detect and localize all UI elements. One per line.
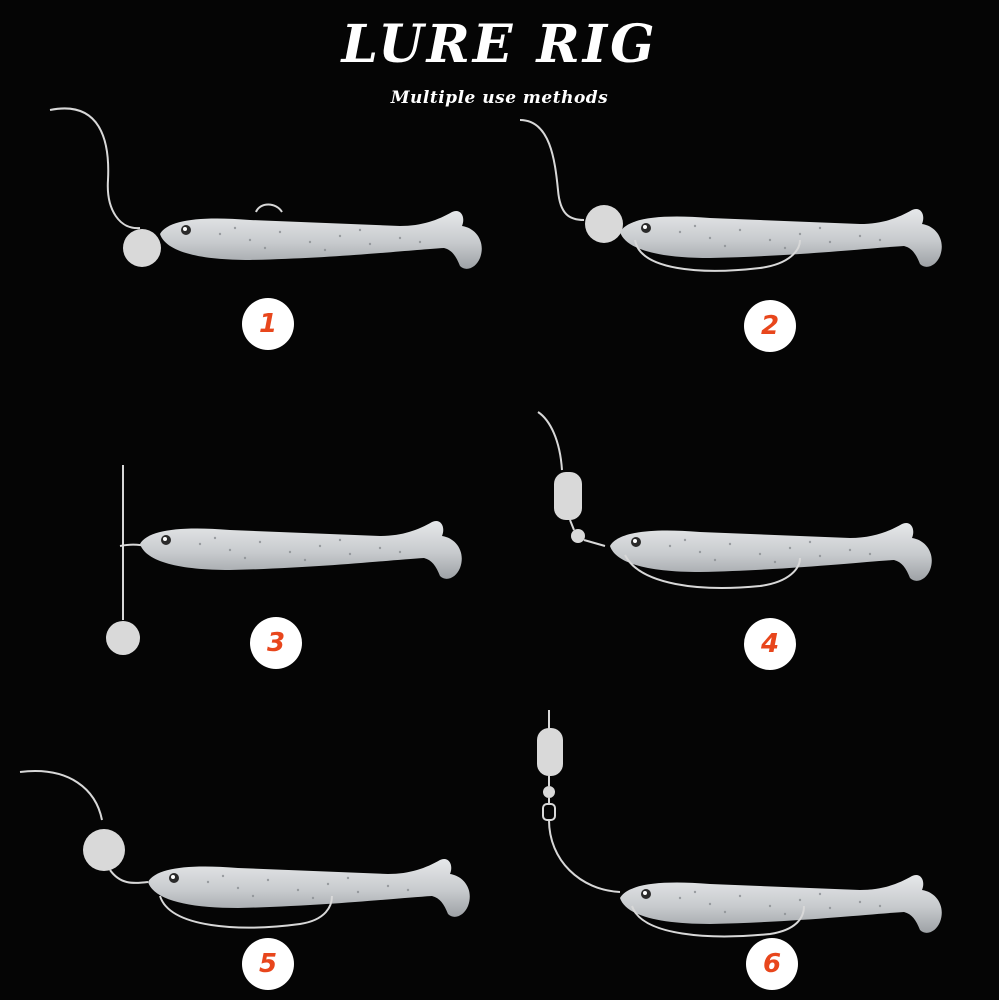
fishing-line-icon <box>49 107 141 230</box>
fishing-line-icon <box>19 770 103 821</box>
rig-number-badge: 3 <box>250 617 302 669</box>
rig-2: 2 <box>500 100 980 390</box>
rig-number-badge: 6 <box>746 938 798 990</box>
bead-icon <box>543 786 555 798</box>
soft-lure-icon <box>148 858 470 917</box>
hook-icon <box>631 905 805 938</box>
rig-3: 3 <box>20 430 500 720</box>
soft-lure-icon <box>620 874 942 933</box>
bead-icon <box>571 529 585 543</box>
rig-number-badge: 4 <box>744 618 796 670</box>
rig-4: 4 <box>500 400 980 690</box>
fishing-line-icon <box>519 119 585 221</box>
rig-number-badge: 1 <box>242 298 294 350</box>
swivel-icon <box>542 803 556 821</box>
soft-lure-icon <box>610 522 932 581</box>
page-subtitle: Multiple use methods <box>390 88 609 108</box>
jig-head-icon <box>83 829 125 871</box>
soft-lure-icon <box>140 520 462 579</box>
rig-1: 1 <box>20 100 500 390</box>
page-title: LURE RIG <box>341 14 658 75</box>
hook-icon <box>634 239 801 272</box>
hook-icon <box>624 554 801 589</box>
rig-6: 6 <box>500 700 980 990</box>
jig-head-icon <box>585 205 623 243</box>
bullet-weight-icon <box>554 472 582 520</box>
bullet-weight-icon <box>106 621 140 655</box>
rig-number-badge: 5 <box>242 938 294 990</box>
hook-icon <box>255 203 283 213</box>
bullet-weight-icon <box>537 728 563 776</box>
rig-5: 5 <box>19 700 500 990</box>
fishing-line-icon <box>537 411 563 471</box>
jig-head-icon <box>123 229 161 267</box>
rig-number-badge: 2 <box>744 300 796 352</box>
soft-lure-icon <box>160 210 482 269</box>
hook-icon <box>159 895 333 929</box>
soft-lure-icon <box>620 208 942 267</box>
